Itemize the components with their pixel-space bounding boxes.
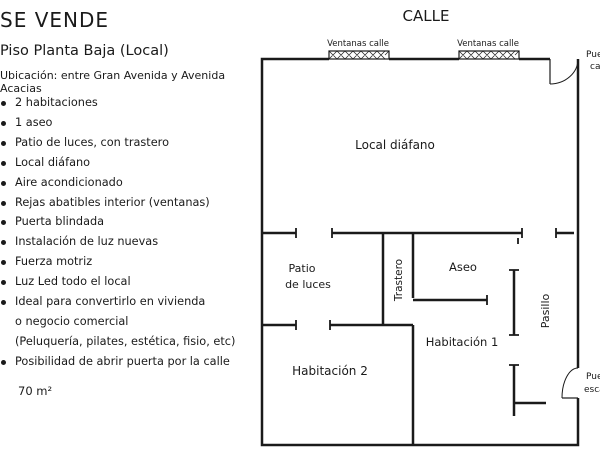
feature-text: 1 aseo bbox=[15, 115, 53, 129]
street-window-left bbox=[328, 50, 390, 60]
feature-text: Posibilidad de abrir puerta por la calle bbox=[15, 354, 230, 368]
bullet-icon bbox=[1, 120, 6, 126]
door-label-top-1: Pue bbox=[586, 50, 600, 60]
location-text: Ubicación: entre Gran Avenida y Avenida … bbox=[0, 69, 226, 95]
feature-item: 2 habitaciones bbox=[0, 93, 250, 113]
feature-item: Posibilidad de abrir puerta por la calle bbox=[0, 352, 250, 372]
room-label-trastero: Trastero bbox=[393, 259, 405, 302]
feature-item: o negocio comercial bbox=[0, 312, 250, 332]
bullet-icon bbox=[1, 101, 6, 106]
feature-text: Patio de luces, con trastero bbox=[15, 135, 169, 149]
door-label-bottom-2: esca bbox=[584, 385, 600, 395]
listing-subtitle: Piso Planta Baja (Local) bbox=[0, 43, 169, 59]
feature-text: Rejas abatibles interior (ventanas) bbox=[15, 195, 210, 209]
street-label: CALLE bbox=[403, 7, 450, 25]
door-label-top-2: ca bbox=[590, 62, 600, 72]
feature-text: 2 habitaciones bbox=[15, 96, 98, 109]
entrance-door bbox=[549, 58, 579, 85]
room-label-local: Local diáfano bbox=[355, 138, 435, 152]
door-label-bottom-1: Pue bbox=[586, 372, 600, 382]
window-label-left: Ventanas calle bbox=[327, 39, 389, 49]
feature-item: Instalación de luz nuevas bbox=[0, 232, 250, 252]
bullet-icon bbox=[1, 260, 6, 266]
room-label-aseo: Aseo bbox=[449, 260, 477, 274]
room-label-habitacion-1: Habitación 1 bbox=[426, 335, 499, 349]
feature-text: Ideal para convertirlo en vivienda bbox=[15, 295, 206, 309]
room-label-pasillo: Pasillo bbox=[539, 293, 552, 328]
room-label-habitacion-2: Habitación 2 bbox=[292, 364, 368, 378]
bullet-icon bbox=[1, 140, 6, 146]
feature-item: Rejas abatibles interior (ventanas) bbox=[0, 193, 250, 213]
bullet-icon bbox=[1, 220, 6, 226]
feature-item: Puerta blindada bbox=[0, 212, 250, 232]
stair-door bbox=[561, 367, 579, 399]
bullet-icon bbox=[1, 180, 6, 186]
feature-text: Puerta blindada bbox=[15, 215, 105, 229]
listing-title: SE VENDE bbox=[0, 8, 110, 32]
feature-item: Local diáfano bbox=[0, 153, 250, 173]
area-text: 70 m² bbox=[18, 384, 53, 398]
feature-text: Fuerza motriz bbox=[15, 255, 93, 269]
window-label-right: Ventanas calle bbox=[457, 39, 519, 49]
bullet-icon bbox=[1, 280, 6, 286]
room-label-patio-2: de luces bbox=[285, 278, 331, 291]
room-label-patio-1: Patio bbox=[289, 262, 316, 275]
bullet-icon bbox=[1, 359, 6, 365]
listing-panel: SE VENDE Piso Planta Baja (Local) Ubicac… bbox=[0, 0, 250, 450]
interior-walls bbox=[262, 228, 574, 445]
feature-text: Luz Led todo el local bbox=[15, 275, 131, 289]
bullet-icon bbox=[1, 240, 6, 246]
feature-item: 1 aseo bbox=[0, 113, 250, 133]
bullet-icon bbox=[1, 300, 6, 306]
feature-text: Instalación de luz nuevas bbox=[15, 235, 159, 249]
street-window-right bbox=[458, 50, 520, 60]
feature-item: (Peluquería, pilates, estética, fisio, e… bbox=[0, 332, 250, 352]
outer-walls bbox=[260, 57, 580, 447]
feature-text: Aire acondicionado bbox=[15, 175, 123, 189]
feature-text: o negocio comercial bbox=[15, 314, 129, 328]
feature-text: Local diáfano bbox=[15, 155, 91, 169]
feature-item: Luz Led todo el local bbox=[0, 272, 250, 292]
feature-item: Aire acondicionado bbox=[0, 173, 250, 193]
bullet-icon bbox=[1, 200, 6, 206]
feature-text: (Peluquería, pilates, estética, fisio, e… bbox=[15, 334, 236, 348]
bullet-icon bbox=[1, 160, 6, 166]
feature-item: Patio de luces, con trastero bbox=[0, 133, 250, 153]
feature-item: Fuerza motriz bbox=[0, 252, 250, 272]
feature-item: Ideal para convertirlo en vivienda bbox=[0, 292, 250, 312]
